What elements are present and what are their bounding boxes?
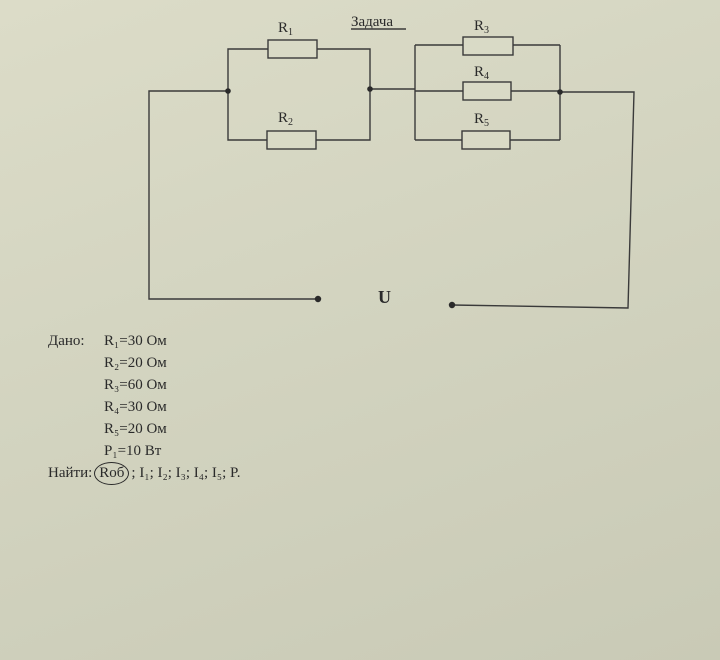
given-heading: Дано: — [48, 333, 85, 349]
resistor-r5 — [461, 130, 511, 150]
given-item: R₄=30 Ом — [104, 399, 167, 415]
parallel-block-r3-r4-r5 — [370, 36, 561, 150]
find-heading: Найти: — [48, 465, 93, 481]
label-r1: R1 — [278, 20, 293, 38]
find-section: Найти:Rоб; I₁; I₂; I₃; I₄; I₅; P. — [48, 462, 240, 485]
node-right — [557, 89, 563, 95]
resistor-r2 — [266, 130, 317, 150]
label-r4: R4 — [474, 64, 489, 82]
label-r5: R5 — [474, 111, 489, 129]
given-item: P₁=10 Вт — [104, 443, 162, 459]
node-middle — [367, 86, 373, 92]
source-label-u: U — [378, 287, 391, 307]
terminal-right — [448, 301, 456, 309]
label-r3: R3 — [474, 18, 489, 36]
given-item: R₁=30 Ом — [104, 333, 167, 349]
resistor-r1 — [267, 39, 318, 59]
resistor-r3 — [462, 36, 514, 56]
resistor-r4 — [462, 81, 512, 101]
parallel-block-r1-r2 — [227, 39, 371, 150]
label-r2: R2 — [278, 110, 293, 128]
node-left — [225, 88, 231, 94]
terminal-left — [314, 295, 322, 303]
given-item: R₃=60 Ом — [104, 377, 167, 393]
task-title: Задача — [351, 14, 393, 30]
find-list: ; I₁; I₂; I₃; I₄; I₅; P. — [131, 465, 241, 481]
given-item: R₂=20 Ом — [104, 355, 167, 371]
outer-loop-wires — [148, 90, 635, 309]
circled-r-total: Rоб — [94, 462, 130, 485]
given-section: Дано: R₁=30 Ом R₂=20 Ом R₃=60 Ом R₄=30 Ом… — [48, 330, 167, 462]
given-item: R₅=20 Ом — [104, 421, 167, 437]
